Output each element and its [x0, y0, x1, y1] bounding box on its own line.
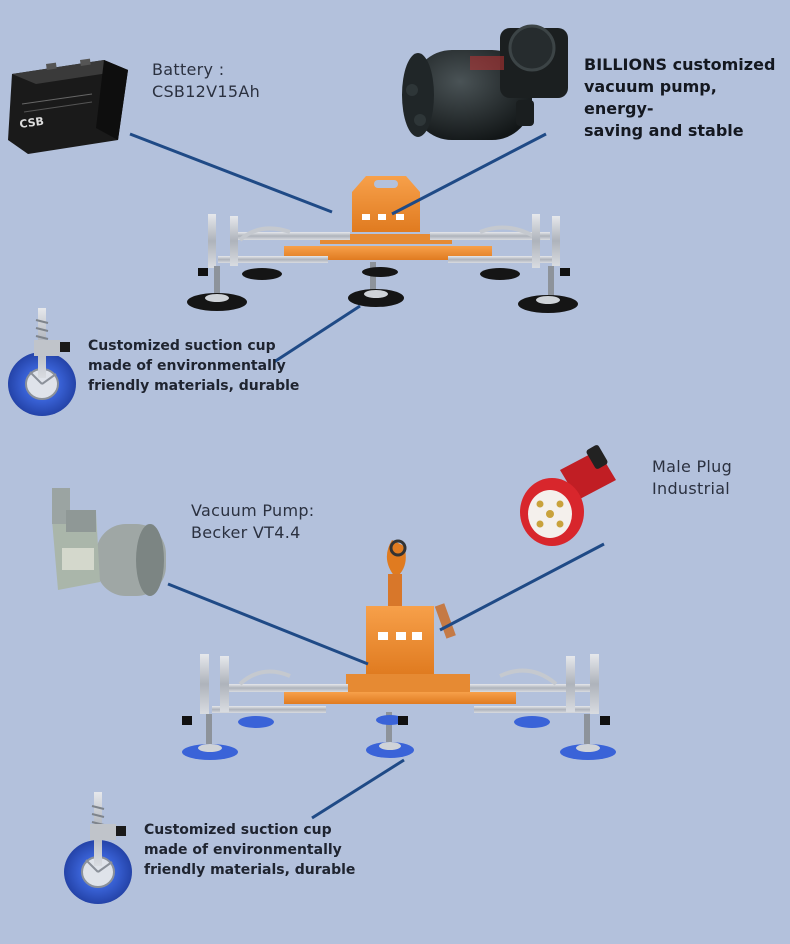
top-cup-leader-line [273, 304, 361, 364]
leader-lines [129, 132, 605, 820]
bottom-cup-leader-line [311, 758, 405, 820]
bottom-lifter-image [182, 539, 616, 760]
battery-image: CSB [8, 58, 128, 154]
billions-pump-image [402, 24, 568, 140]
bottom-cup-label: Customized suction cup made of environme… [144, 822, 356, 878]
top-cup-detail-image [8, 308, 76, 416]
top-cup-label: Customized suction cup made of environme… [88, 338, 300, 394]
industrial-plug-image [520, 445, 616, 546]
battery-label: Battery : CSB12V15Ah [152, 60, 261, 101]
becker-pump-label: Vacuum Pump: Becker VT4.4 [191, 501, 315, 542]
battery-leader-line [129, 132, 333, 214]
billions-pump-label: BILLIONS customized vacuum pump, energy-… [584, 55, 776, 140]
pump-leader-line [391, 132, 547, 216]
top-lifter-image [187, 176, 578, 313]
becker-leader-line [167, 582, 369, 666]
male-plug-label: Male Plug Industrial [652, 457, 733, 498]
bottom-cup-detail-image [64, 792, 132, 904]
battery-logo: CSB [19, 115, 45, 131]
becker-pump-image [52, 488, 166, 596]
plug-leader-line [439, 542, 605, 632]
